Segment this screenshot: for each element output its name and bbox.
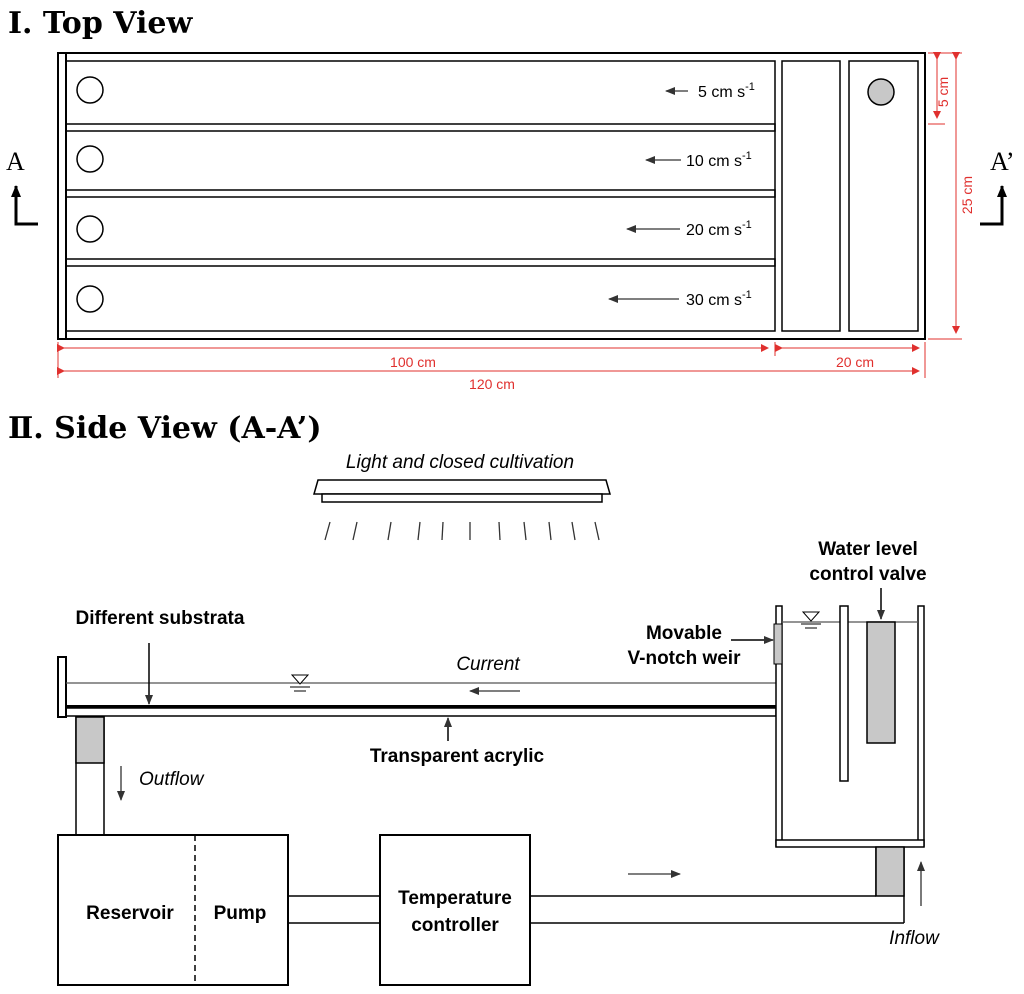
section-marker-a: A — [6, 147, 38, 226]
light-base — [321, 493, 603, 503]
inflow-connector — [875, 846, 905, 897]
valve-label-line2: control valve — [809, 564, 926, 585]
channel-labels: 5 cm s-1 10 cm s-1 20 cm s-1 30 cm s-1 — [608, 81, 755, 309]
light-lamp — [313, 479, 611, 495]
temperature-controller: Temperature controller — [379, 834, 531, 986]
v-notch-weir — [773, 623, 783, 665]
dim-channel-length: 100 cm — [390, 354, 436, 370]
outflow-pipe: Outflow — [75, 716, 205, 836]
channel-3-speed: 20 cm s-1 — [686, 219, 752, 239]
water-level-symbol-2 — [801, 611, 821, 629]
dim-total-length: 120 cm — [469, 376, 515, 392]
inflow-label: Inflow — [889, 928, 940, 949]
acrylic-label: Transparent acrylic — [370, 746, 545, 767]
substrata-layer — [66, 705, 776, 708]
temp-label-line2: controller — [411, 915, 499, 936]
side-view-heading: Ⅱ. Side View (A-A’) — [8, 411, 322, 446]
outflow-connector — [75, 716, 105, 764]
channel-2-outlet — [76, 145, 104, 173]
divider-1 — [65, 123, 776, 132]
top-view-heading: Ⅰ. Top View — [8, 6, 193, 41]
section-label-a: A — [6, 147, 25, 176]
head-tank — [773, 605, 925, 848]
channel-1-outlet — [76, 76, 104, 104]
left-wall — [57, 52, 67, 340]
channel-2-speed: 10 cm s-1 — [686, 150, 752, 170]
reservoir-label: Reservoir — [86, 903, 174, 924]
section-marker-a-prime: A’ — [980, 147, 1015, 226]
top-view-flume — [57, 52, 926, 340]
reservoir-pump-unit: Reservoir Pump — [57, 834, 289, 986]
outflow-label: Outflow — [139, 769, 205, 790]
section-arrow-a-prime — [980, 185, 1007, 226]
dim-tank-length: 20 cm — [836, 354, 874, 370]
water-level-symbol-1 — [290, 674, 310, 692]
divider-2 — [65, 189, 776, 198]
section-arrow-a — [11, 185, 38, 226]
tank-compartment-2 — [848, 60, 919, 332]
substrata-label: Different substrata — [76, 608, 245, 629]
channel-4-outlet — [76, 285, 104, 313]
light-rays — [324, 521, 600, 541]
channel-1-speed: 5 cm s-1 — [698, 81, 755, 101]
current-label: Current — [456, 654, 520, 675]
channel-end-wall — [57, 656, 67, 718]
section-label-a-prime: A’ — [990, 147, 1015, 176]
channel-4-speed: 30 cm s-1 — [686, 289, 752, 309]
control-valve — [866, 621, 896, 744]
light-label: Light and closed cultivation — [346, 452, 574, 473]
acrylic-bottom — [65, 707, 777, 717]
dim-total-width: 25 cm — [959, 176, 975, 214]
tank-baffle — [839, 605, 849, 782]
temp-controller-box — [379, 834, 531, 986]
inflow-pipe: Inflow — [530, 846, 940, 949]
tank-compartment-1 — [781, 60, 841, 332]
channel-3-outlet — [76, 215, 104, 243]
tank-right-wall — [917, 605, 925, 847]
light-fixture: Light and closed cultivation — [313, 452, 611, 541]
weir-label-line1: Movable — [646, 623, 722, 644]
valve-label-line1: Water level — [818, 539, 918, 560]
dim-channel-width: 5 cm — [935, 77, 951, 107]
divider-3 — [65, 258, 776, 267]
reservoir-box — [57, 834, 289, 986]
outer-frame — [57, 52, 926, 340]
inlet-circle — [867, 78, 895, 106]
pump-label: Pump — [214, 903, 267, 924]
dimension-lines — [57, 52, 962, 378]
temp-label-line1: Temperature — [398, 888, 512, 909]
weir-label-line2: V-notch weir — [628, 648, 742, 669]
tank-floor — [775, 839, 925, 848]
